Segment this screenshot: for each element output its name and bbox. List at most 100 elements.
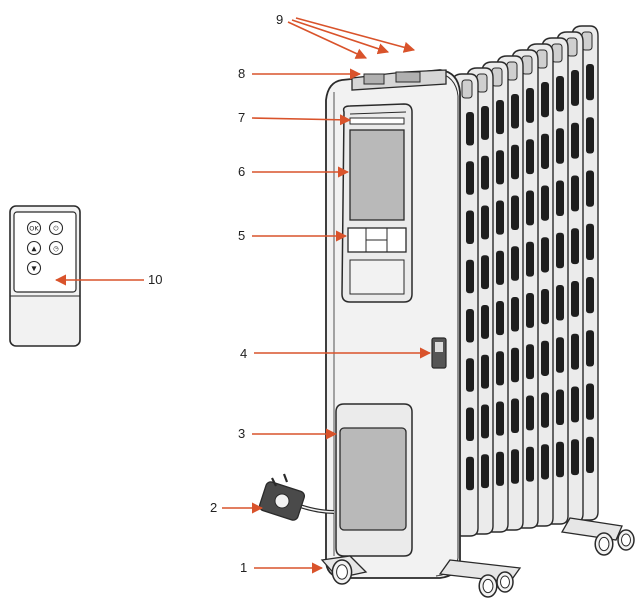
control-buttons: [347, 227, 407, 253]
fin-slot: [481, 106, 489, 140]
fin-slot: [526, 395, 534, 431]
fin-slot: [526, 190, 534, 226]
fin-slot: [511, 246, 519, 281]
lcd-display: [349, 129, 405, 221]
fin-slot: [541, 237, 549, 273]
cord-storage-compartment: [335, 403, 413, 557]
fin-slot: [556, 232, 564, 269]
fin-slot: [556, 337, 564, 373]
fin-slot: [571, 228, 579, 265]
wheel: [594, 532, 614, 556]
fin-slot: [541, 392, 549, 428]
down-button-icon: ▼: [26, 260, 42, 276]
fin-slot: [511, 297, 519, 332]
fin-slot: [571, 175, 579, 212]
callout-arrow: [287, 21, 368, 59]
fin-slot: [496, 351, 504, 386]
fin-slot: [466, 456, 474, 491]
callout-number: 6: [238, 164, 245, 179]
wheel: [478, 574, 498, 598]
remote-button-group: OK ⏻ ▲ ◷ ▼: [26, 220, 64, 276]
fin-slot: [541, 289, 549, 325]
callout-number: 3: [238, 426, 245, 441]
callout-10: 10: [54, 272, 162, 287]
fin-slot: [466, 161, 474, 195]
power-button-icon: ⏻: [48, 220, 64, 236]
fin-slot: [541, 133, 549, 169]
callout-5: 5: [238, 228, 348, 243]
callout-4: 4: [240, 346, 432, 361]
up-button-icon: ▲: [26, 240, 42, 256]
fin-slot: [541, 82, 549, 118]
fin-slot: [496, 100, 504, 135]
fin-slot: [586, 170, 594, 207]
remote-control: OK ⏻ ▲ ◷ ▼: [9, 205, 81, 347]
fin-slot: [556, 180, 564, 217]
fin-slot: [496, 250, 504, 285]
fin-slot: [511, 347, 519, 383]
timer-button-icon: ◷: [48, 240, 64, 256]
fin-slot: [466, 210, 474, 244]
fin-slot: [556, 441, 564, 478]
callout-2: 2: [210, 500, 264, 515]
fin-slot: [496, 401, 504, 436]
callout-number: 7: [238, 110, 245, 125]
fin-slot: [511, 449, 519, 484]
callout-arrow: [251, 114, 352, 126]
fin-slot: [571, 70, 579, 106]
power-switch: [431, 337, 447, 369]
fin-slot: [466, 259, 474, 294]
fin-slot: [586, 117, 594, 154]
svg-text:OK: OK: [29, 225, 39, 233]
callout-number: 8: [238, 66, 245, 81]
callout-3: 3: [238, 426, 338, 441]
callout-arrow: [295, 17, 416, 53]
fin-slot: [481, 305, 489, 339]
fin-slot: [481, 454, 489, 489]
callout-number: 2: [210, 500, 217, 515]
fin-slot: [511, 195, 519, 231]
oil-heater: [258, 25, 635, 598]
fin-slot: [481, 255, 489, 290]
callout-6: 6: [238, 164, 350, 179]
svg-text:▲: ▲: [32, 245, 37, 253]
foot-base: [560, 517, 623, 541]
fin-slot: [571, 333, 579, 370]
fin-slot: [511, 94, 519, 129]
fin-slot: [526, 293, 534, 328]
fin-slot: [526, 344, 534, 380]
fin-slot: [556, 76, 564, 112]
fin-slot: [526, 241, 534, 277]
fin-slot: [541, 444, 549, 480]
fin-slot: [556, 285, 564, 321]
fin-top-groove: [461, 79, 473, 99]
fin-slot: [586, 64, 594, 101]
callout-number: 10: [148, 272, 162, 287]
fin-slot: [571, 281, 579, 317]
indicator-strip: [349, 117, 405, 125]
ok-button-icon: OK: [26, 220, 42, 236]
fin-slot: [496, 150, 504, 185]
callout-number: 4: [240, 346, 247, 361]
callout-number: 5: [238, 228, 245, 243]
castor-wheels: [320, 517, 635, 598]
fin-slot: [586, 436, 594, 473]
wheel: [331, 559, 353, 585]
fin-slot: [586, 277, 594, 314]
callout-9: 9: [276, 12, 416, 59]
fin-slot: [511, 144, 519, 180]
svg-text:▼: ▼: [32, 265, 37, 273]
fin-slot: [481, 354, 489, 389]
fin-slot: [586, 223, 594, 260]
fin-slot: [556, 128, 564, 164]
fin-slot: [466, 309, 474, 343]
callout-number: 9: [276, 12, 283, 27]
power-plug: [258, 473, 335, 521]
callout-7: 7: [238, 110, 352, 126]
fin-slot: [556, 389, 564, 426]
fin-slot: [586, 383, 594, 420]
fin-slot: [511, 398, 519, 434]
wheel: [496, 571, 514, 593]
